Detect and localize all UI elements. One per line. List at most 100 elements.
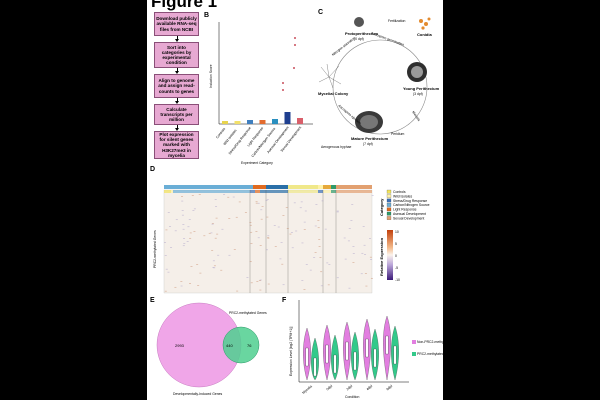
venn-label-prc2: PRC2-methylated Genes <box>229 311 267 315</box>
heatmap-cell <box>238 201 241 203</box>
colorbar-tick: 5 <box>395 242 397 246</box>
violin-box <box>325 344 329 364</box>
flow-arrow-line <box>176 36 178 39</box>
heatmap-cell <box>203 235 206 237</box>
heatmap-cell <box>277 226 280 228</box>
colorbar-tick: 0 <box>395 254 397 258</box>
heatmap-category-bar <box>266 185 288 189</box>
venn-label-developmental: Developmentally-Induced Genes <box>173 392 222 396</box>
heatmap-cell <box>324 228 327 230</box>
legend-swatch <box>386 194 392 198</box>
heatmap-cell <box>212 260 215 262</box>
heatmap-cell <box>328 264 331 265</box>
heatmap-cell <box>303 289 306 290</box>
heatmap-cell <box>317 227 320 229</box>
heatmap-condition-bar <box>250 190 255 193</box>
heatmap-cell <box>249 261 252 263</box>
heatmap-cell <box>303 221 306 223</box>
panel-f-ylabel: Expression Level [log2 (TPM+1)] <box>289 327 293 376</box>
violin-box <box>353 351 357 371</box>
panel-label-b: B <box>204 12 210 19</box>
heatmap-cell <box>198 194 201 195</box>
heatmap-cell <box>321 200 324 202</box>
violin-box <box>305 347 309 367</box>
heatmap-cell <box>266 199 269 200</box>
heatmap-cell <box>364 273 367 274</box>
flow-step-2: Sort into categories by experimental con… <box>154 42 199 68</box>
panel-b-distribution <box>259 120 266 124</box>
heatmap-cell <box>255 201 258 203</box>
heatmap-cell <box>196 264 199 265</box>
figure-canvas: Figure 1 Download publicly available RNA… <box>147 0 443 400</box>
violin-tick-label: 0dpf <box>326 384 334 391</box>
heatmap-cell <box>180 281 183 282</box>
violin-box <box>373 348 377 368</box>
flow-arrow-head <box>175 128 179 131</box>
heatmap-cell <box>199 272 202 274</box>
heatmap-cell <box>255 202 258 204</box>
heatmap-cell <box>260 218 263 220</box>
heatmap-cell <box>211 223 214 224</box>
arrow-ascospore-ejection: Ascospore ejection <box>337 104 362 126</box>
heatmap-cell <box>175 219 178 221</box>
violin-legend-swatch <box>412 340 416 344</box>
heatmap-cell <box>318 239 321 240</box>
heatmap-cell <box>214 237 217 239</box>
panel-label-c: C <box>318 9 324 16</box>
heatmap-cell <box>189 232 192 234</box>
heatmap-cell <box>348 228 351 229</box>
heatmap-cell <box>192 210 195 211</box>
heatmap-cell <box>317 220 320 222</box>
legend-swatch <box>386 207 392 212</box>
heatmap-cell <box>314 225 317 227</box>
heatmap-cell <box>187 226 190 228</box>
heatmap-cell <box>197 285 200 286</box>
heatmap-cell <box>295 230 298 232</box>
heatmap-cell <box>244 212 247 213</box>
heatmap-cell <box>183 242 186 244</box>
heatmap-cell <box>181 196 184 197</box>
heatmap-cell <box>352 246 355 247</box>
panel-b-distribution <box>234 121 241 124</box>
heatmap-cell <box>285 207 288 208</box>
heatmap-cell <box>261 206 264 207</box>
heatmap-cell <box>348 287 351 289</box>
heatmap-cell <box>370 277 373 279</box>
heatmap-category-bar <box>288 185 318 189</box>
colorbar-tick: -5 <box>395 266 398 270</box>
heatmap-cell <box>250 231 253 233</box>
heatmap-cell <box>169 226 172 227</box>
panel-b-ylabel: Induction Score <box>209 64 213 88</box>
legend-swatch <box>386 216 392 220</box>
legend-swatch <box>386 189 392 194</box>
heatmap-cell <box>265 200 268 201</box>
colorbar-tick: -10 <box>395 278 400 282</box>
heatmap-cell <box>174 230 177 232</box>
heatmap-cell <box>336 277 339 279</box>
heatmap-cell <box>315 204 318 205</box>
legend-label: Light Response <box>393 208 417 212</box>
panel-d-scale-title: Relative Expression <box>379 237 384 276</box>
panel-b-distribution <box>297 118 303 124</box>
heatmap-cell <box>227 196 230 198</box>
heatmap-cell <box>249 224 252 226</box>
heatmap-condition-bar <box>260 190 266 193</box>
heatmap-cell <box>189 237 192 239</box>
heatmap-cell <box>360 273 363 275</box>
heatmap-cell <box>189 282 192 284</box>
panel-b-distribution <box>284 112 291 124</box>
panel-b-distribution <box>222 121 228 124</box>
heatmap-condition-bar <box>318 190 323 193</box>
panel-b-xlabel: Experiment Category <box>241 161 273 165</box>
legend-label: Sexual Development <box>393 216 424 220</box>
mycelial-colony-image <box>318 63 342 89</box>
heatmap-cell <box>215 206 218 207</box>
heatmap-cell <box>304 210 307 212</box>
heatmap-cell <box>318 246 321 247</box>
heatmap-cell <box>167 271 170 273</box>
heatmap-cell <box>363 244 366 246</box>
heatmap-cell <box>258 280 261 281</box>
heatmap-cell <box>180 285 183 287</box>
heatmap-category-bar <box>164 185 253 189</box>
stage-young-perithecium: Young Perithecium <box>403 86 440 91</box>
